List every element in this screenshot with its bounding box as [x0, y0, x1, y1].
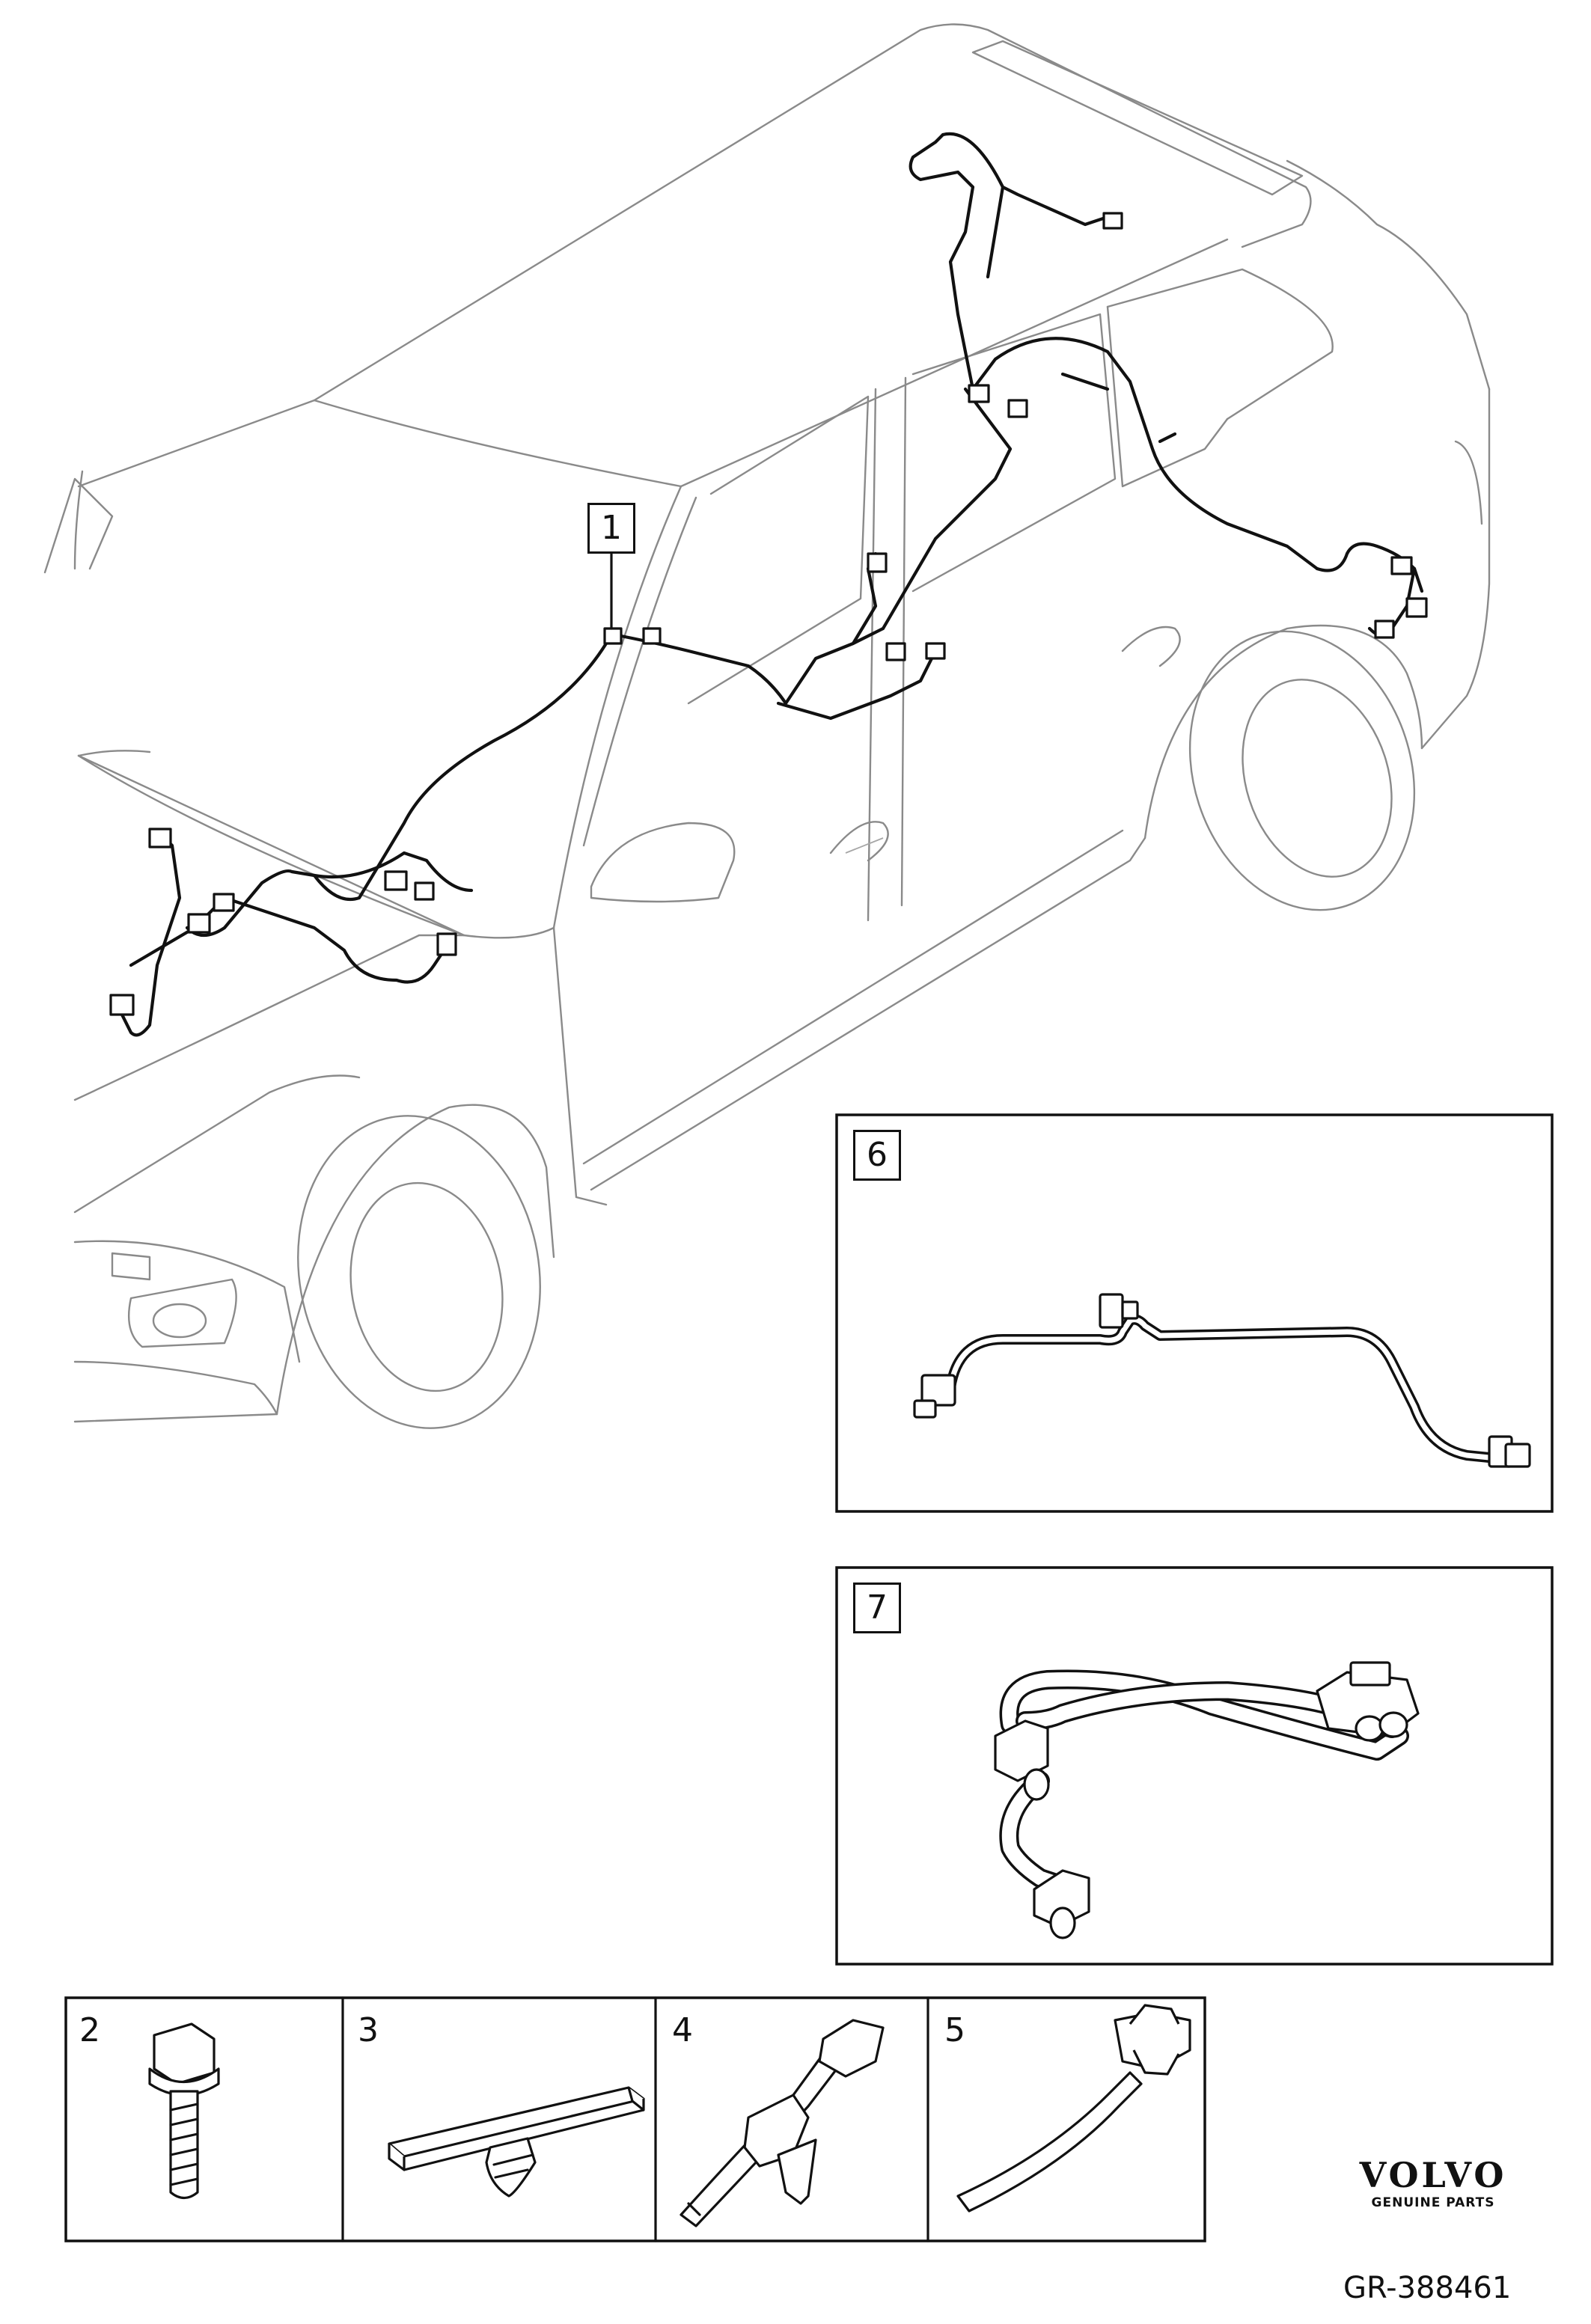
main-wiring-harness: [109, 132, 1428, 1037]
callout-3: 3: [358, 2011, 379, 2049]
panel-7-frame: [835, 1566, 1554, 1966]
callout-7: 7: [853, 1583, 901, 1633]
brand-tagline: GENUINE PARTS: [1371, 2195, 1495, 2210]
clip-illustration: [388, 2086, 645, 2198]
callout-6: 6: [853, 1130, 901, 1181]
callout-4: 4: [672, 2011, 693, 2049]
callout-5: 5: [944, 2011, 965, 2049]
cable-6-illustration: [913, 1293, 1531, 1468]
small-parts-strip: [64, 1996, 1206, 2242]
callout-2: 2: [79, 2011, 100, 2049]
brand-logo: VOLVO GENUINE PARTS: [1340, 2155, 1527, 2210]
drawing-code: GR-388461: [1343, 2271, 1512, 2305]
vehicle-outline: [43, 23, 1491, 1429]
cable-tie-illustration: [956, 2004, 1191, 2213]
brand-name: VOLVO: [1359, 2155, 1507, 2195]
cable-7-illustration: [994, 1661, 1420, 1939]
panel-6-frame: [835, 1113, 1554, 1513]
bolt-illustration: [148, 2022, 220, 2200]
callout-1: 1: [587, 503, 635, 554]
strap-holder-illustration: [680, 2019, 885, 2227]
